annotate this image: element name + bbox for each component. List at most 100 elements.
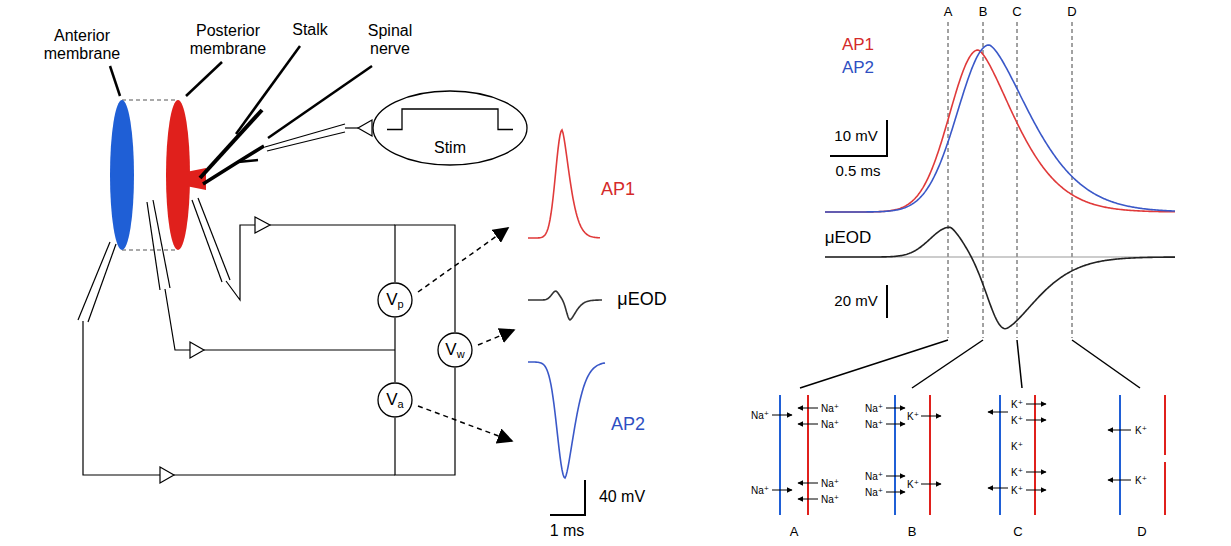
large-trace — [825, 45, 1175, 329]
ion-name: Na⁺ — [865, 419, 883, 430]
scale-value: 20 mV — [834, 293, 877, 310]
ion-arrow — [798, 424, 818, 425]
wire — [395, 225, 455, 332]
recording-electrode — [160, 467, 174, 483]
electrocyte — [110, 100, 264, 250]
scale-bar — [886, 285, 888, 318]
small-trace — [528, 130, 600, 238]
signal-name: μEOD — [825, 229, 872, 248]
dashed-arrow — [418, 406, 512, 441]
ion-arrow — [886, 492, 905, 493]
node-text: V — [445, 340, 456, 359]
panel-letter: C — [1013, 525, 1022, 539]
voltmeter-outline — [378, 383, 412, 417]
ion-arrow — [798, 483, 818, 484]
scale-bar — [550, 120, 887, 515]
membrane-line — [1164, 462, 1166, 515]
leader-line — [110, 66, 120, 96]
signal-name: AP1 — [842, 36, 874, 55]
stim-electrode — [345, 127, 358, 128]
leader-line — [186, 62, 222, 96]
signal-name: AP2 — [611, 415, 645, 435]
ion-arrow — [988, 412, 1008, 413]
panel-pointer — [1017, 340, 1022, 388]
ion-arrow — [1108, 430, 1131, 431]
panel-letter: D — [1137, 525, 1146, 539]
ion-name: Na⁺ — [751, 485, 769, 496]
small-trace — [528, 291, 602, 320]
time-letter: D — [1067, 5, 1076, 19]
large-trace — [825, 45, 1175, 212]
wire — [395, 368, 455, 475]
membrane-line — [1164, 395, 1166, 455]
time-marker — [948, 22, 949, 338]
time-marker — [1017, 22, 1018, 338]
subscript: p — [398, 298, 404, 310]
panel-letter: B — [908, 525, 917, 539]
ion-arrow — [886, 476, 905, 477]
subscript: a — [398, 398, 404, 410]
ion-arrow — [798, 499, 818, 500]
ion-name: Na⁺ — [821, 478, 839, 489]
time-letter: B — [979, 5, 988, 19]
ion-name: Na⁺ — [865, 403, 883, 414]
electrocyte — [186, 168, 206, 190]
large-trace — [825, 50, 1175, 212]
ion-name: K⁺ — [1011, 415, 1023, 426]
ion-name: Na⁺ — [821, 419, 839, 430]
ion-arrow — [1026, 490, 1046, 491]
part-name: Anterior membrane — [26, 27, 138, 62]
stimulus-pulse — [387, 109, 513, 130]
membrane-line — [807, 395, 809, 515]
stim-electrode — [265, 120, 372, 151]
text-holder: Va — [386, 391, 403, 410]
part-name: Stalk — [292, 21, 328, 39]
small-trace — [528, 130, 605, 478]
text-holder: Vp — [386, 291, 403, 310]
recording-electrode — [198, 198, 230, 280]
recording-electrode — [83, 321, 160, 475]
panel-pointer — [1072, 340, 1140, 388]
ion-arrow — [1108, 480, 1131, 481]
node-text: V — [386, 290, 397, 309]
ion-arrow — [1026, 472, 1046, 473]
wire — [394, 318, 395, 382]
signal-name: AP2 — [842, 59, 874, 78]
membrane-line — [779, 395, 781, 515]
voltmeter-outline — [438, 333, 472, 367]
voltmeter: Vp — [377, 282, 413, 318]
time-marker — [1072, 22, 1073, 338]
membrane-line — [894, 395, 896, 515]
stim-electrode — [358, 120, 372, 136]
ion-name: K⁺ — [1011, 467, 1023, 478]
recording-electrode — [147, 202, 160, 290]
ion-name: K⁺ — [1135, 425, 1147, 436]
ion-arrow — [1026, 420, 1046, 421]
ion-arrow — [772, 404, 1131, 499]
ion-name: K⁺ — [1135, 475, 1147, 486]
ion-arrow — [921, 484, 941, 485]
time-marker — [983, 22, 984, 338]
scale-value: 0.5 ms — [835, 163, 880, 180]
small-trace — [528, 362, 605, 478]
recording-electrode — [190, 342, 204, 358]
signal-name: AP1 — [601, 180, 635, 200]
subscript: w — [457, 348, 465, 360]
recording-electrode — [270, 224, 395, 225]
scale-value: 40 mV — [599, 488, 645, 506]
node-text: V — [386, 390, 397, 409]
recording-electrode — [78, 242, 110, 320]
time-letter: A — [944, 5, 953, 19]
recording-electrode — [192, 200, 222, 282]
electrocyte — [122, 249, 178, 250]
ion-name: K⁺ — [1011, 441, 1023, 452]
membrane-line — [780, 395, 1165, 515]
ion-arrow — [772, 415, 792, 416]
ion-arrow — [886, 424, 905, 425]
stimulator: Stim — [372, 90, 528, 166]
voltmeter: Va — [377, 382, 413, 418]
ion-arrow — [1026, 404, 1046, 405]
